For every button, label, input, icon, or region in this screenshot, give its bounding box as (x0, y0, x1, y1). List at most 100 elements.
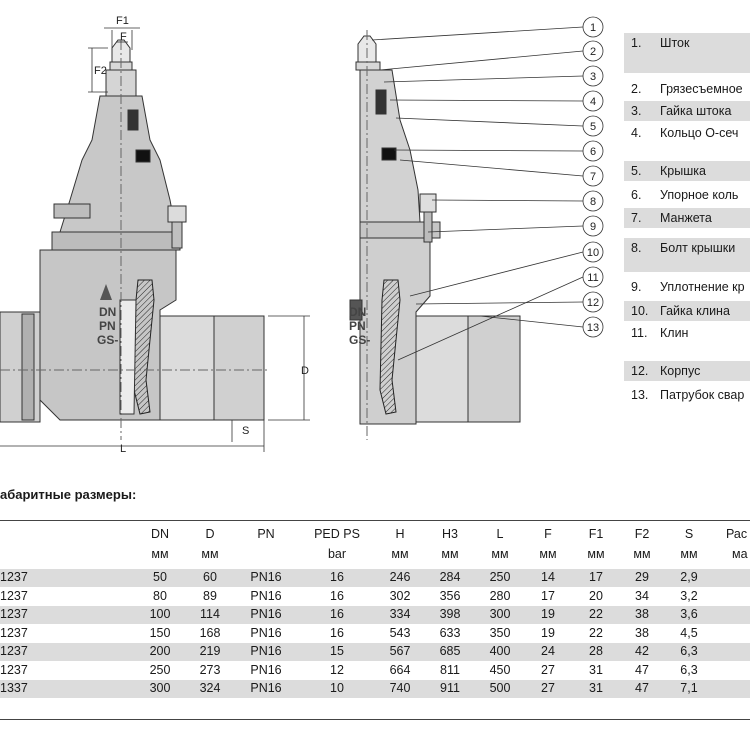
table-cell: 273 (199, 662, 221, 677)
part-item: 11.Клин (624, 323, 750, 343)
callout-circle (582, 215, 604, 237)
part-number: 2. (631, 82, 642, 96)
row-code: 1237 (0, 607, 28, 621)
dimensions-title: абаритные размеры: (0, 487, 137, 502)
row-code: 1237 (0, 588, 28, 603)
part-name: Болт крышки (660, 241, 736, 255)
callout-leader (409, 251, 584, 297)
table-cell: 250 (149, 662, 171, 677)
table-cell: 100 (149, 607, 171, 621)
header-cell: F1 (588, 527, 604, 541)
callout-number: 10 (587, 247, 599, 259)
part-name: Уплотнение кр (660, 280, 745, 294)
table-cell: 4,5 (680, 625, 698, 640)
callout-number: 1 (590, 22, 596, 34)
part-item: 13.Патрубок свар (624, 385, 750, 405)
part-item: 6.Упорное коль (624, 185, 750, 205)
table-cell: 22 (589, 607, 603, 621)
table-cell: 89 (203, 588, 217, 603)
table-cell: 911 (440, 681, 460, 695)
part-item: 4.Кольцо О-сеч (624, 123, 750, 145)
part-number: 1. (631, 36, 642, 50)
table-cell: PN16 (250, 681, 282, 695)
callout-leader (371, 26, 584, 41)
part-name: Грязесъемное (660, 82, 743, 96)
callout-number: 3 (590, 71, 596, 83)
callout-circle (582, 165, 604, 187)
part-number: 13. (631, 388, 649, 402)
part-number: 9. (631, 280, 642, 294)
callout-leader (415, 301, 584, 305)
header-cell: F2 (634, 527, 650, 541)
callout-circle (582, 241, 604, 263)
table-cell: 19 (541, 625, 555, 640)
table-cell: 6,3 (680, 662, 698, 677)
table-cell: 250 (489, 570, 511, 584)
part-name: Клин (660, 326, 689, 340)
dim-label-d: D (301, 365, 309, 377)
part-number: 4. (631, 126, 642, 140)
callout-number: 11 (587, 272, 598, 284)
table-cell: 22 (589, 625, 603, 640)
callout-circle (582, 291, 604, 313)
table-cell: 16 (330, 625, 344, 640)
callout-number: 13 (587, 322, 599, 334)
header-cell: S (684, 527, 694, 541)
unit-cell: мм (151, 547, 169, 561)
table-cell: 300 (149, 681, 171, 695)
part-number: 8. (631, 241, 642, 255)
table-cell: 34 (635, 588, 649, 603)
callout-number: 12 (587, 297, 599, 309)
callout-leader (397, 276, 584, 361)
header-cell: F (544, 527, 552, 541)
table-cell: 811 (440, 662, 460, 677)
part-number: 5. (631, 164, 642, 178)
callout-circle (582, 16, 604, 38)
header-cell: L (496, 527, 504, 541)
part-number: 7. (631, 211, 642, 225)
table-cell: 47 (635, 681, 649, 695)
callout-circle (582, 115, 604, 137)
part-number: 12. (631, 364, 649, 378)
part-item: 3.Гайка штока (624, 101, 750, 121)
table-cell: 15 (330, 644, 344, 658)
part-item: 2. Грязесъемное (624, 79, 750, 99)
unit-cell: мм (587, 547, 605, 561)
table-cell: 685 (439, 644, 461, 658)
table-cell: 19 (541, 607, 555, 621)
table-cell: 24 (541, 644, 555, 658)
table-cell: PN16 (250, 570, 282, 584)
table-cell: PN16 (250, 588, 282, 603)
part-name: Шток (660, 36, 690, 50)
table-cell: 280 (489, 588, 511, 603)
table-cell: 60 (203, 570, 217, 584)
header-cell: H3 (442, 527, 458, 541)
callout-number: 8 (590, 196, 596, 208)
table-cell: 168 (199, 625, 221, 640)
dim-label-f2: F2 (94, 65, 107, 77)
header-cell: Рас (726, 527, 748, 541)
part-number: 10. (631, 304, 649, 318)
callout-circle (582, 266, 604, 288)
valve-drawing: DN PN GS- F1 F F2 L D S (0, 15, 604, 455)
table-cell: 200 (149, 644, 171, 658)
callout-leader (399, 159, 584, 177)
header-cell: PED PS (314, 527, 360, 541)
table-cell: 42 (635, 644, 649, 658)
part-item: 5.Крышка (624, 161, 750, 181)
callout-circle (582, 40, 604, 62)
table-cell: 47 (635, 662, 649, 677)
callout-circle (582, 316, 604, 338)
table-cell: 38 (635, 607, 649, 621)
callout-leader (427, 225, 584, 233)
right-body-mark-pn: PN (349, 319, 366, 333)
callout-number: 7 (590, 171, 596, 183)
right-body-mark-gs: GS- (349, 333, 370, 347)
callout-number: 5 (590, 121, 596, 133)
table-cell: 16 (330, 588, 344, 603)
table-cell: 6,3 (680, 644, 698, 658)
